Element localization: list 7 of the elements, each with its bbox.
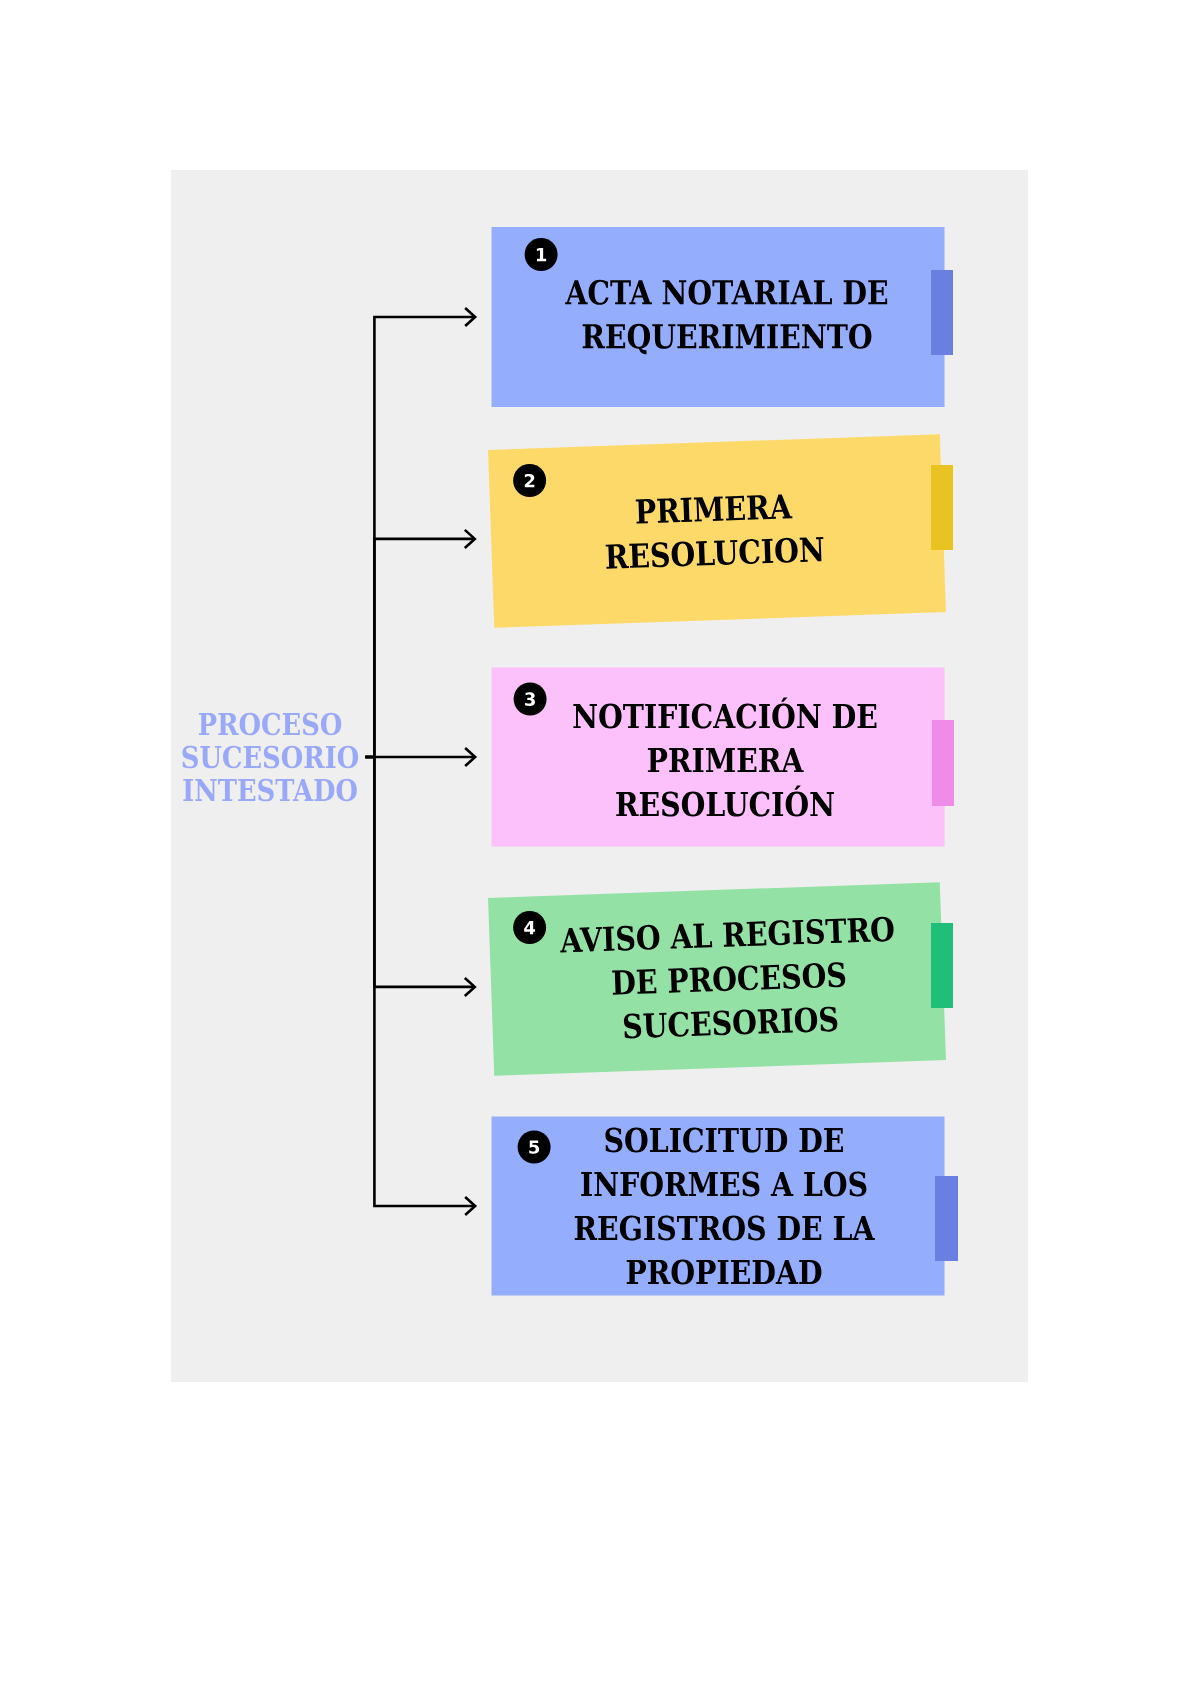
number-badge: 5 — [517, 1130, 551, 1164]
number-badge: 2 — [513, 464, 547, 498]
number-badge: 4 — [513, 911, 547, 945]
number-badge: 1 — [524, 238, 558, 272]
root-label: PROCESO SUCESORIO INTESTADO — [182, 712, 359, 802]
number-badge: 3 — [513, 682, 547, 716]
arrow — [365, 755, 478, 1216]
